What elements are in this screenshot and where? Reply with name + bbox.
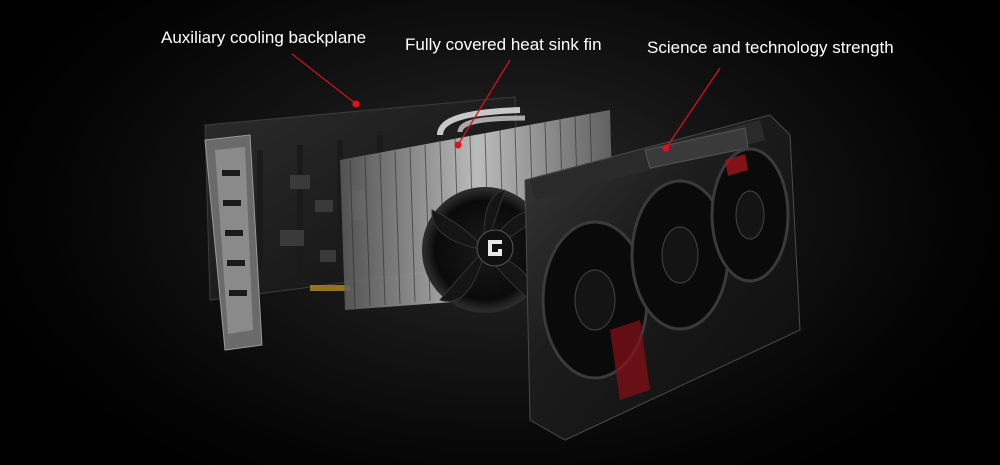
callout-label-heatsink: Fully covered heat sink fin — [405, 35, 602, 54]
io-bracket — [204, 134, 263, 351]
callout-label-strength: Science and technology strength — [647, 38, 894, 57]
callout-dot-backplane — [352, 100, 360, 108]
colorful-logo-icon — [488, 240, 502, 256]
callout-dot-heatsink — [454, 141, 462, 149]
callout-label-backplane: Auxiliary cooling backplane — [161, 28, 367, 47]
callout-dot-strength — [662, 144, 670, 152]
front-shroud — [524, 114, 801, 441]
shroud-fan-middle — [630, 179, 730, 331]
shroud-fan-right — [710, 147, 790, 283]
callout-lines — [291, 53, 721, 152]
